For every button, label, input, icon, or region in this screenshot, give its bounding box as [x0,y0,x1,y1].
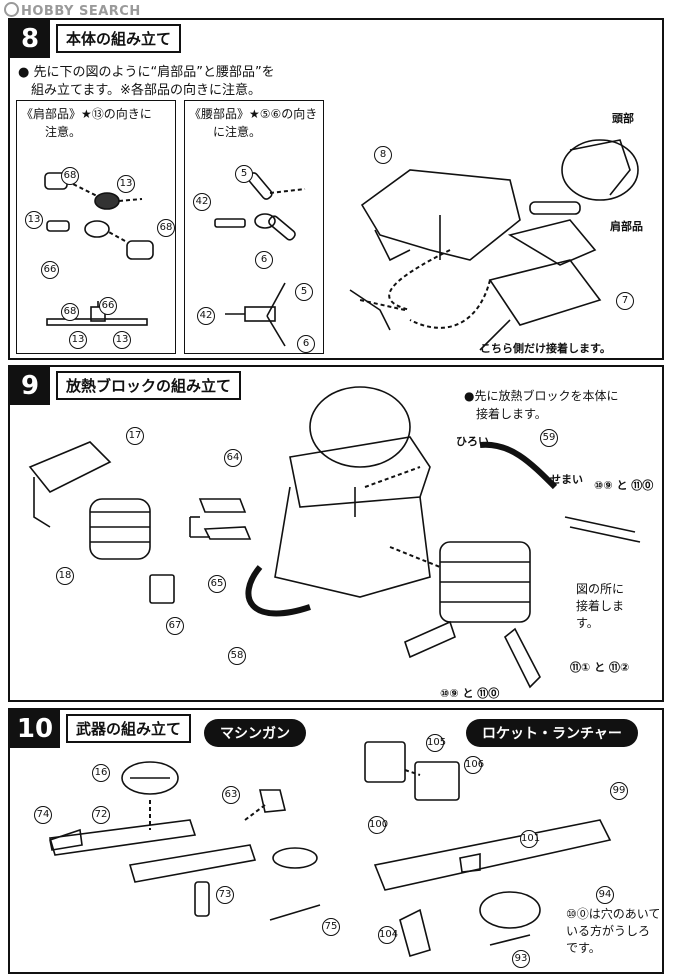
part-label-68: 68 [157,219,175,237]
machinegun-header: マシンガン [204,719,306,747]
step-10-panel: 10 武器の組み立て マシンガン ロケット・ランチャー 16 63 74 72 … [8,708,664,974]
step-number: 10 [10,710,60,748]
step-number: 8 [10,20,50,58]
part-label-66: 66 [41,261,59,279]
part-label-68: 68 [61,303,79,321]
part-label-18: 18 [56,567,74,585]
part-label-67: 67 [166,617,184,635]
heat-block-diagram [28,386,641,689]
part-label-8: 8 [374,146,392,164]
body-assembly-diagram [349,139,639,351]
shoulder-box-text: 《肩部品》★⑬の向きに 注意。 [21,107,152,139]
part-label-13: 13 [113,331,131,349]
part-label-93: 93 [512,950,530,968]
part-label-42: 42 [193,193,211,211]
part-pair-109-110-bottom: ⑩⑨ と ⑪⓪ [440,687,500,700]
part-label-72: 72 [92,806,110,824]
part-label-74: 74 [34,806,52,824]
rocket-launcher-header: ロケット・ランチャー [466,719,638,747]
part-label-68: 68 [61,167,79,185]
logo-icon [4,2,19,17]
part-label-101: 101 [520,830,540,848]
part-label-105: 105 [426,734,446,752]
part-label-17: 17 [126,427,144,445]
part-label-75: 75 [322,918,340,936]
part-label-94: 94 [596,886,614,904]
part-label-16: 16 [92,764,110,782]
part-label-6: 6 [255,251,273,269]
step-8-intro: ● 先に下の図のように“肩部品”と腰部品”を 組み立てます。※各部品の向きに注意… [18,65,275,98]
glue-here-note: 図の所に 接着しま す。 [576,582,625,630]
part-label-5: 5 [235,165,253,183]
part-label-6: 6 [297,335,315,353]
waist-part-box: 《腰部品》★⑤⑥の向き に注意。 5 42 6 5 42 6 [184,100,324,354]
wide-label: ひろい [456,435,489,448]
part-label-42: 42 [197,307,215,325]
part-label-65: 65 [208,575,226,593]
narrow-label: せまい [550,473,583,486]
part-label-73: 73 [216,886,234,904]
rocket-direction-note: ⑩⓪は穴のあいて いる方がうしろ です。 [566,907,661,955]
step-title: 放熱ブロックの組み立て [56,371,242,400]
shoulder-diagram [44,172,154,326]
part-label-7: 7 [616,292,634,310]
part-label-13: 13 [117,175,135,193]
step-number: 9 [10,367,50,405]
part-label-100: 100 [368,816,388,834]
part-label-64: 64 [224,449,242,467]
shoulder-part-box: 《肩部品》★⑬の向きに 注意。 68 13 13 66 68 66 68 13 … [16,100,176,354]
step-9-panel: 9 放熱ブロックの組み立て ●先に放熱ブロックを本体に 接着します。 17 18… [8,365,664,702]
step-9-note: ●先に放熱ブロックを本体に 接着します。 [464,389,619,421]
part-label-66: 66 [99,297,117,315]
step-title: 武器の組み立て [66,714,192,743]
part-label-59: 59 [540,429,558,447]
part-pair-111-112: ⑪① と ⑪② [570,661,630,674]
part-label-99: 99 [610,782,628,800]
part-pair-109-110-top: ⑩⑨ と ⑪⓪ [594,479,654,492]
part-label-63: 63 [222,786,240,804]
part-label-58: 58 [228,647,246,665]
shoulder-label: 肩部品 [610,220,643,233]
part-label-104: 104 [378,926,398,944]
part-label-13: 13 [25,211,43,229]
part-label-13: 13 [69,331,87,349]
glue-note: こちら側だけ接着します。 [480,342,611,355]
step-title: 本体の組み立て [56,24,182,53]
step-8-panel: 8 本体の組み立て ● 先に下の図のように“肩部品”と腰部品”を 組み立てます。… [8,18,664,360]
watermark: HOBBY SEARCH [4,2,141,19]
part-label-5: 5 [295,283,313,301]
part-label-106: 106 [464,756,484,774]
waist-box-text: 《腰部品》★⑤⑥の向き に注意。 [189,107,318,139]
head-label: 頭部 [612,112,634,125]
